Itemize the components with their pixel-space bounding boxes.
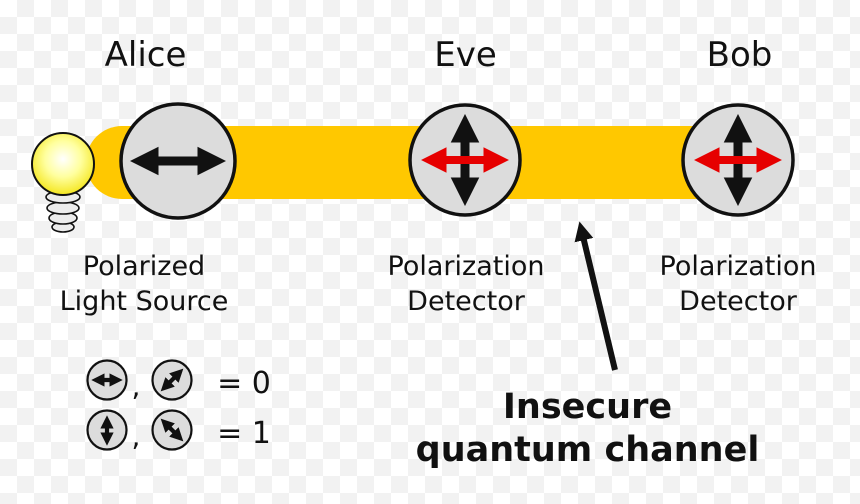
bob-label: Bob <box>706 35 773 75</box>
eve-detector-symbol <box>408 103 522 217</box>
alice-label: Alice <box>104 35 187 75</box>
legend-row2-value: = 1 <box>217 416 271 451</box>
diagonal-ne-arrow-icon <box>160 368 184 392</box>
diagonal-se-arrow-icon <box>160 418 184 442</box>
pointer-arrow-icon <box>574 221 618 371</box>
source-caption: Polarized Light Source <box>59 251 229 317</box>
alice-source-symbol <box>119 102 237 220</box>
eve-detector-caption: Polarization Detector <box>387 251 545 317</box>
legend-row2-comma: , <box>131 420 141 453</box>
bob-detector-caption: Polarization Detector <box>659 251 817 317</box>
insecure-channel-annotation: Insecure quantum channel <box>415 387 760 470</box>
legend-row1-value: = 0 <box>217 366 271 401</box>
light-bulb-icon <box>31 132 95 233</box>
bob-detector-symbol <box>681 103 795 217</box>
legend-row1-comma: , <box>131 370 141 403</box>
eve-label: Eve <box>434 35 497 75</box>
polarization-legend-symbols <box>86 359 193 451</box>
